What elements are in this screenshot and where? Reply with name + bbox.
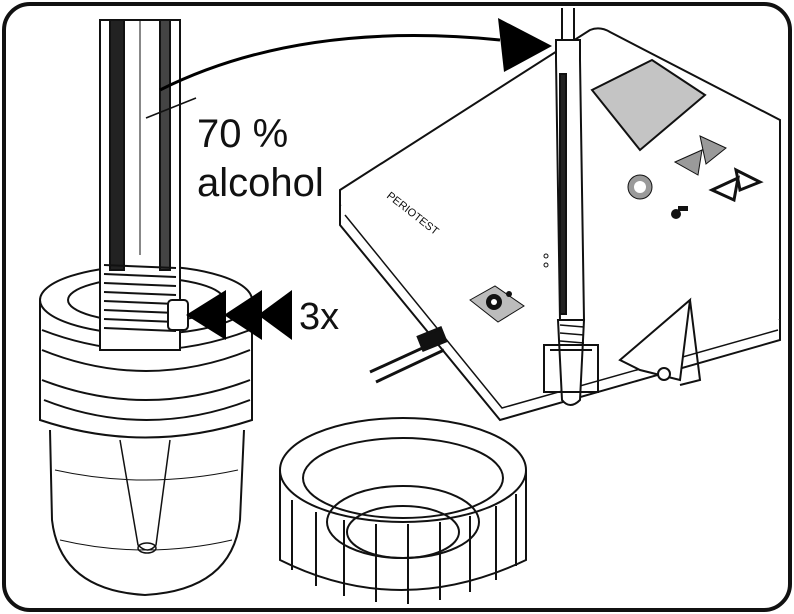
screw-cap (279, 417, 527, 604)
handpiece-rod (99, 19, 197, 351)
repeat-count-label: 3x (299, 296, 340, 338)
handpiece-in-holder (543, 8, 599, 406)
cable (369, 326, 448, 384)
sun-icon (627, 174, 653, 200)
nav-arrows-icon (673, 135, 764, 203)
concentration-label: 70 % (197, 112, 289, 156)
indicator-dot (543, 253, 549, 259)
push-arrow-icon (186, 290, 292, 340)
transfer-arrow (159, 18, 552, 92)
liquid-label: alcohol (197, 161, 324, 205)
indicator-dot (543, 262, 549, 268)
key-icon (671, 206, 688, 219)
power-icon (469, 285, 525, 323)
